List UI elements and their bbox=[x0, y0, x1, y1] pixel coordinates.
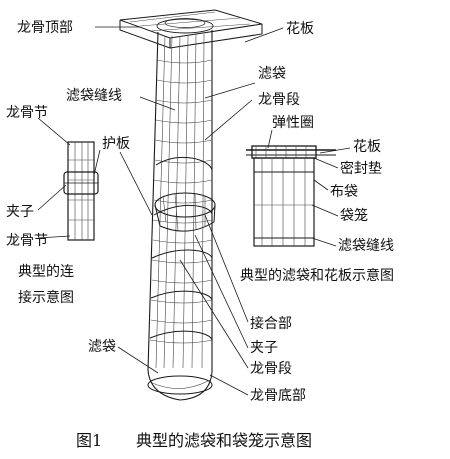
label-clip: 夹子 bbox=[250, 340, 278, 356]
label-spring-ring: 弹性圈 bbox=[272, 115, 314, 131]
label-bag-seam: 滤袋缝线 bbox=[66, 88, 122, 104]
label-filter-bag: 滤袋 bbox=[258, 66, 286, 82]
main-leader-lines bbox=[95, 26, 284, 396]
label-bag-cage: 袋笼 bbox=[340, 207, 368, 224]
label-seal-pad: 密封垫 bbox=[340, 160, 382, 177]
label-keel-section-lower: 龙骨段 bbox=[250, 361, 292, 377]
label-keel-top: 龙骨顶部 bbox=[17, 20, 73, 36]
connection-detail-drawing bbox=[63, 141, 99, 241]
bag-bottom bbox=[147, 369, 213, 401]
bag-detail-leader-lines bbox=[267, 129, 351, 247]
label-filter-bag-bottom: 滤袋 bbox=[88, 339, 116, 355]
connection-caption-line2: 接示意图 bbox=[18, 289, 74, 306]
flower-plate-drawing bbox=[119, 9, 263, 49]
label-keel-section: 龙骨段 bbox=[258, 92, 300, 108]
connection-caption-line1: 典型的连 bbox=[18, 264, 74, 280]
label-keel-bottom: 龙骨底部 bbox=[250, 388, 306, 404]
label-detail-flower-plate: 花板 bbox=[353, 139, 381, 155]
bag-detail-caption: 典型的滤袋和花板示意图 bbox=[240, 267, 394, 284]
figure-title: 典型的滤袋和袋笼示意图 bbox=[136, 431, 312, 450]
filter-bag-column bbox=[147, 30, 216, 401]
label-detail-bag-seam: 滤袋缝线 bbox=[338, 238, 394, 254]
label-cloth-bag: 布袋 bbox=[330, 184, 358, 200]
cage-rods bbox=[155, 33, 205, 369]
label-connection-clip: 夹子 bbox=[6, 204, 34, 220]
joint-collar bbox=[154, 192, 216, 232]
label-guard-plate: 护板 bbox=[102, 136, 130, 152]
label-flower-plate: 花板 bbox=[286, 21, 314, 37]
bag-detail-drawing bbox=[246, 145, 336, 247]
label-joint: 接合部 bbox=[250, 315, 292, 332]
label-keel-joint-bottom: 龙骨节 bbox=[6, 233, 48, 249]
figure-number: 图1 bbox=[76, 431, 102, 450]
connection-leader-lines bbox=[37, 117, 101, 239]
label-keel-joint-top: 龙骨节 bbox=[6, 105, 48, 121]
